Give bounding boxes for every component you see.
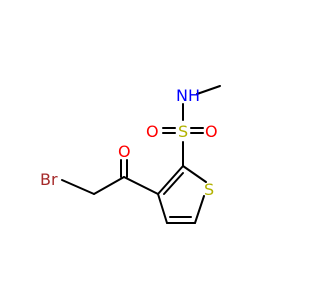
bond-c2-sring [182,165,207,183]
bond-ch2-br [61,179,95,195]
bonds [61,85,221,224]
atom-s-sulfonyl: S [178,122,188,141]
bond-carbonyl-ch2 [93,176,125,195]
bond-c3-c2 [157,165,184,195]
atom-o-left: O [146,122,159,141]
atom-s-ring: S [204,180,214,199]
atom-o-right: O [205,122,218,141]
bond-c3-carbonyl [123,176,159,195]
atom-o-carbonyl: O [118,142,131,161]
molecule-structure: NH S O O O Br S [40,85,221,224]
bond-c3-c2-inner [163,172,184,195]
atom-nh: NH [176,86,200,105]
bond-c4-c3 [157,193,168,224]
atom-br: Br [40,170,58,189]
bond-sring-c5 [194,195,205,224]
bond-n-methyl [196,85,221,95]
molecule-canvas: NH S O O O Br S [40,85,221,224]
